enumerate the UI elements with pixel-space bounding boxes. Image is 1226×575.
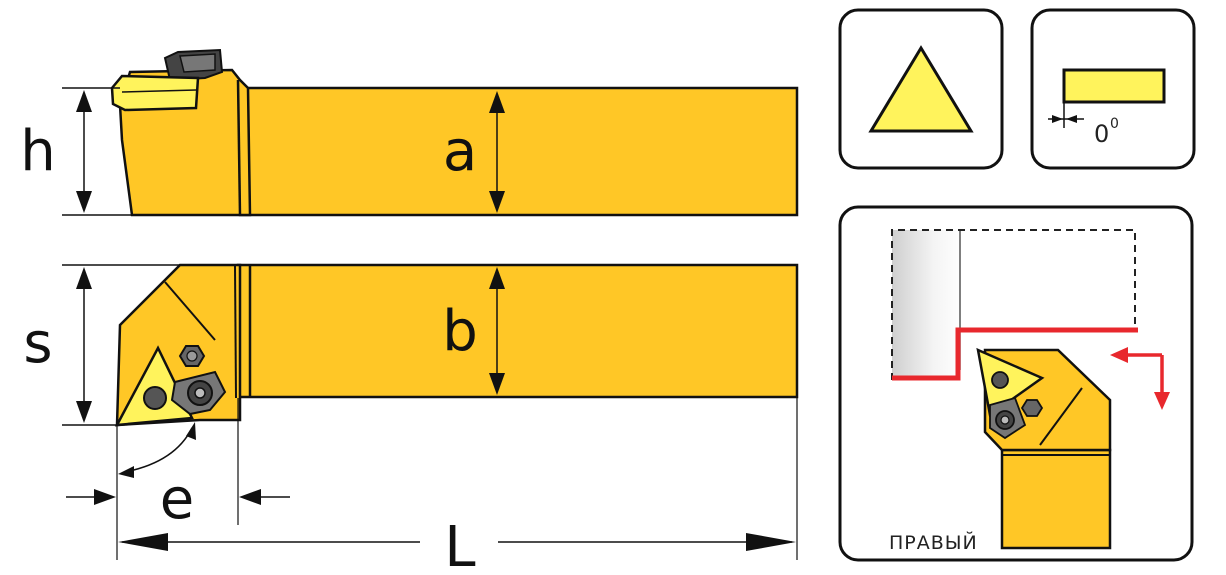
dim-label-b: b: [442, 299, 478, 364]
dim-label-s: s: [23, 311, 52, 376]
workpiece-wall: [892, 230, 962, 380]
insert-screw: [143, 386, 167, 410]
rectangle-angle-icon: [1062, 68, 1166, 104]
dim-label-e: e: [160, 467, 194, 532]
angle-degree-mark: 0: [1110, 116, 1119, 132]
dim-label-h: h: [20, 119, 56, 184]
dim-label-a: a: [443, 119, 477, 184]
hand-direction-label: ПРАВЫЙ: [889, 531, 978, 554]
dim-label-L: L: [444, 515, 475, 575]
operation-insert: [976, 347, 1045, 418]
cut-path: [892, 327, 1138, 381]
operation-box: ПРАВЫЙ: [838, 205, 1194, 562]
angle-arc: [124, 427, 193, 473]
shank-plan: [236, 263, 799, 399]
side-view: h a: [20, 48, 799, 217]
plan-view: s b e L: [23, 263, 799, 575]
stock-outline: [891, 229, 1136, 380]
angle-value: 0: [1094, 120, 1109, 148]
insert-side: [110, 74, 200, 112]
clearance-angle-box: 0 0: [1030, 8, 1196, 170]
operation-tool-shank: [1000, 448, 1112, 550]
insert-shape-box: [838, 8, 1004, 170]
triangle-icon: [868, 45, 974, 133]
shank-side: [236, 86, 799, 217]
